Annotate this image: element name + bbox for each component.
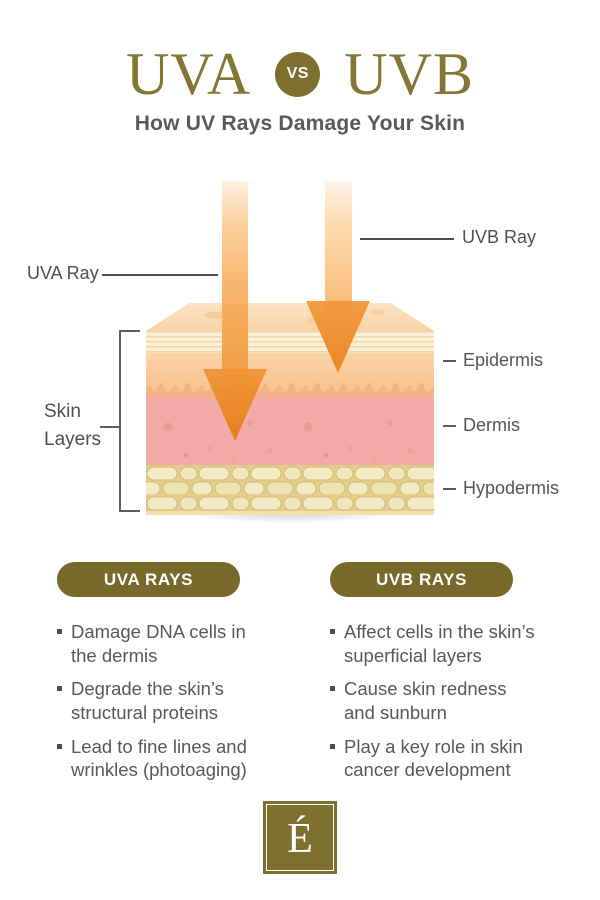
bullet-square-icon: [57, 686, 62, 692]
uvb-bullet-list: Affect cells in the skin’s superficial l…: [330, 620, 580, 782]
bullet-square-icon: [330, 686, 335, 692]
bullet-text: Lead to fine lines and wrinkles (photoag…: [71, 735, 247, 781]
uva-rays-pill: UVA RAYS: [57, 562, 240, 597]
uvb-rays-pill: UVB RAYS: [330, 562, 513, 597]
hypodermis-label: Hypodermis: [463, 478, 560, 498]
uva-ray-label: UVA Ray: [27, 263, 99, 283]
bullet-text: Play a key role in skin cancer developme…: [344, 735, 523, 781]
page-title: UVA VS UVB: [0, 0, 600, 106]
title-uva: UVA: [126, 41, 252, 107]
epidermis-label: Epidermis: [463, 350, 544, 370]
uva-ray-line: [102, 274, 218, 276]
vs-badge: VS: [275, 51, 321, 97]
skin-block-shadow: [146, 514, 434, 527]
bullet-text: Damage DNA cells in the dermis: [71, 621, 246, 666]
uva-arrow-band: [222, 181, 248, 379]
bullet-item: Degrade the skin’s structural proteins: [57, 677, 307, 724]
bullet-text: Affect cells in the skin’s superficial l…: [344, 621, 535, 666]
bullet-square-icon: [57, 743, 62, 749]
dermis-wave: [146, 387, 434, 415]
bullet-square-icon: [330, 743, 335, 749]
hypodermis-layer: [146, 465, 434, 511]
uva-column: UVA RAYS Damage DNA cells in the dermis …: [57, 562, 307, 782]
skin-layers-bracket-top-tick: [119, 330, 140, 332]
bullet-item: Lead to fine lines and wrinkles (photoag…: [57, 735, 307, 782]
uvb-ray-label: UVB Ray: [462, 227, 537, 247]
skin-top-face: [146, 303, 434, 331]
skin-layers-bracket-bottom-tick: [119, 510, 140, 512]
hypodermis-dash: [443, 488, 456, 490]
epidermis-dash: [443, 360, 456, 362]
uvb-arrow-band: [325, 181, 352, 311]
uva-bullet-list: Damage DNA cells in the dermis Degrade t…: [57, 620, 307, 782]
dermis-dash: [443, 425, 456, 427]
brand-logo: É: [263, 801, 337, 874]
bullet-item: Affect cells in the skin’s superficial l…: [330, 620, 580, 667]
bullet-item: Damage DNA cells in the dermis: [57, 620, 307, 667]
dermis-label: Dermis: [463, 415, 520, 435]
skin-layers-bracket: [119, 330, 121, 512]
page-subtitle: How UV Rays Damage Your Skin: [134, 112, 466, 135]
skin-layers-bracket-mid-tick: [100, 426, 119, 428]
bullet-text: Cause skin redness and sunburn: [344, 678, 507, 724]
title-uvb: UVB: [344, 41, 474, 107]
skin-block: [146, 303, 434, 515]
bullet-item: Play a key role in skin cancer developme…: [330, 735, 580, 782]
bullet-square-icon: [57, 629, 62, 634]
bullet-item: Cause skin redness and sunburn: [330, 677, 580, 724]
bullet-square-icon: [330, 629, 335, 634]
uvb-column: UVB RAYS Affect cells in the skin’s supe…: [330, 562, 580, 782]
stratum-corneum-layer: [146, 331, 434, 353]
uvb-ray-line: [360, 238, 454, 240]
bullet-text: Degrade the skin’s structural proteins: [71, 678, 224, 724]
skin-block-bottom-edge: [146, 511, 434, 515]
dermis-layer: [146, 411, 434, 465]
skin-layers-label: Skin Layers: [44, 401, 102, 450]
brand-logo-letter: É: [287, 815, 313, 862]
brand-logo-frame: É: [266, 804, 334, 871]
